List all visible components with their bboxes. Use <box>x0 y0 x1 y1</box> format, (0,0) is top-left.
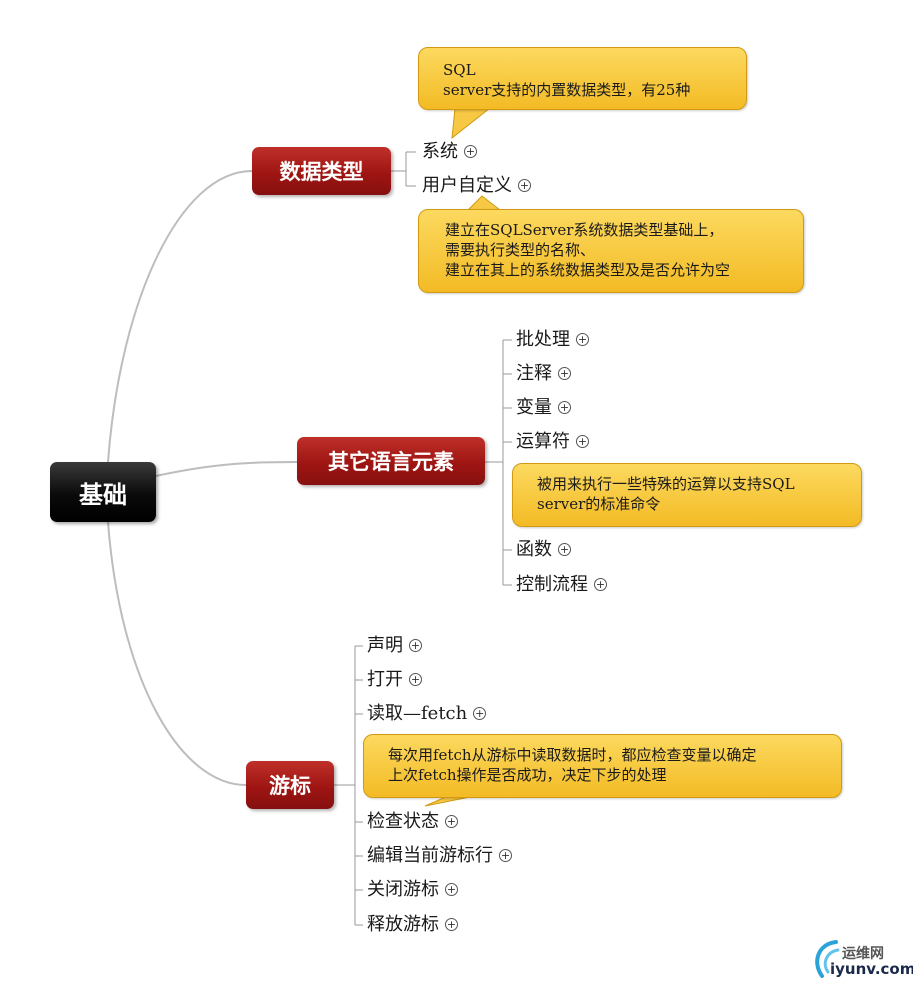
expand-icon[interactable]: + <box>518 179 531 192</box>
expand-icon[interactable]: + <box>409 673 422 686</box>
leaf-label: 声明 <box>367 635 403 656</box>
note-user-defined-types: 建立在SQLServer系统数据类型基础上， 需要执行类型的名称、 建立在其上的… <box>418 209 804 293</box>
leaf-label: 编辑当前游标行 <box>367 845 493 866</box>
leaf-release-cursor[interactable]: 释放游标 + <box>367 914 458 936</box>
leaf-open[interactable]: 打开 + <box>367 669 422 691</box>
leaf-label: 注释 <box>516 363 552 384</box>
leaf-label: 读取—fetch <box>367 703 468 724</box>
connector-central-branch2 <box>155 461 298 477</box>
leaf-label: 运算符 <box>516 431 570 452</box>
expand-icon[interactable]: + <box>464 145 477 158</box>
note-line: 建立在其上的系统数据类型及是否允许为空 <box>445 261 731 279</box>
note-line: 上次fetch操作是否成功，决定下步的处理 <box>388 766 667 784</box>
note-line: 每次用fetch从游标中读取数据时，都应检查变量以确定 <box>388 746 757 764</box>
leaf-label: 系统 <box>422 141 458 162</box>
leaf-function[interactable]: 函数 + <box>516 539 571 561</box>
leaf-edit-current-row[interactable]: 编辑当前游标行 + <box>367 845 512 867</box>
expand-icon[interactable]: + <box>558 367 571 380</box>
expand-icon[interactable]: + <box>576 435 589 448</box>
leaf-system[interactable]: 系统 + <box>422 141 477 163</box>
leaf-comment[interactable]: 注释 + <box>516 363 571 385</box>
expand-icon[interactable]: + <box>445 918 458 931</box>
expand-icon[interactable]: + <box>576 333 589 346</box>
central-topic[interactable]: 基础 <box>50 462 156 522</box>
note-line: 需要执行类型的名称、 <box>445 241 596 259</box>
note-line: server的标准命令 <box>537 495 661 513</box>
leaf-batch[interactable]: 批处理 + <box>516 329 589 351</box>
expand-icon[interactable]: + <box>499 849 512 862</box>
branch-cursor[interactable]: 游标 <box>246 761 334 809</box>
leaf-user-defined[interactable]: 用户自定义 + <box>422 175 531 197</box>
note-line: 被用来执行一些特殊的运算以支持SQL <box>537 475 795 493</box>
expand-icon[interactable]: + <box>445 883 458 896</box>
leaf-close-cursor[interactable]: 关闭游标 + <box>367 879 458 901</box>
watermark-logo-icon <box>815 940 840 978</box>
note-1-tail <box>451 107 492 140</box>
leaf-label: 控制流程 <box>516 574 588 595</box>
note-line: SQL <box>443 61 476 79</box>
expand-icon[interactable]: + <box>558 401 571 414</box>
expand-icon[interactable]: + <box>445 815 458 828</box>
leaf-label: 释放游标 <box>367 914 439 935</box>
note-2-tail <box>466 195 502 211</box>
expand-icon[interactable]: + <box>409 639 422 652</box>
note-operator: 被用来执行一些特殊的运算以支持SQL server的标准命令 <box>512 463 862 527</box>
leaf-label: 变量 <box>516 397 552 418</box>
leaf-label: 打开 <box>367 669 403 690</box>
leaf-label: 检查状态 <box>367 811 439 832</box>
leaf-fetch[interactable]: 读取—fetch + <box>367 703 487 725</box>
note-system-types: SQL server支持的内置数据类型，有25种 <box>418 47 747 110</box>
expand-icon[interactable]: + <box>473 707 487 720</box>
leaf-label: 批处理 <box>516 329 570 350</box>
watermark-name: 运维网 <box>842 946 884 962</box>
note-line: 建立在SQLServer系统数据类型基础上， <box>445 221 724 239</box>
note-fetch: 每次用fetch从游标中读取数据时，都应检查变量以确定 上次fetch操作是否成… <box>363 734 842 798</box>
connector-central-branch1 <box>107 170 253 463</box>
branch-data-types[interactable]: 数据类型 <box>252 147 391 195</box>
leaf-label: 关闭游标 <box>367 879 439 900</box>
expand-icon[interactable]: + <box>594 578 607 591</box>
watermark-url: iyunv.com <box>830 960 913 978</box>
leaf-declare[interactable]: 声明 + <box>367 635 422 657</box>
leaf-label: 用户自定义 <box>422 175 512 196</box>
leaf-label: 函数 <box>516 539 552 560</box>
leaf-variable[interactable]: 变量 + <box>516 397 571 419</box>
leaf-control-flow[interactable]: 控制流程 + <box>516 574 607 596</box>
leaf-operator[interactable]: 运算符 + <box>516 431 589 453</box>
note-line: server支持的内置数据类型，有25种 <box>443 81 691 99</box>
leaf-check-status[interactable]: 检查状态 + <box>367 811 458 833</box>
expand-icon[interactable]: + <box>558 543 571 556</box>
connector-central-branch3 <box>107 521 247 786</box>
branch-other-language-elements[interactable]: 其它语言元素 <box>297 437 485 485</box>
